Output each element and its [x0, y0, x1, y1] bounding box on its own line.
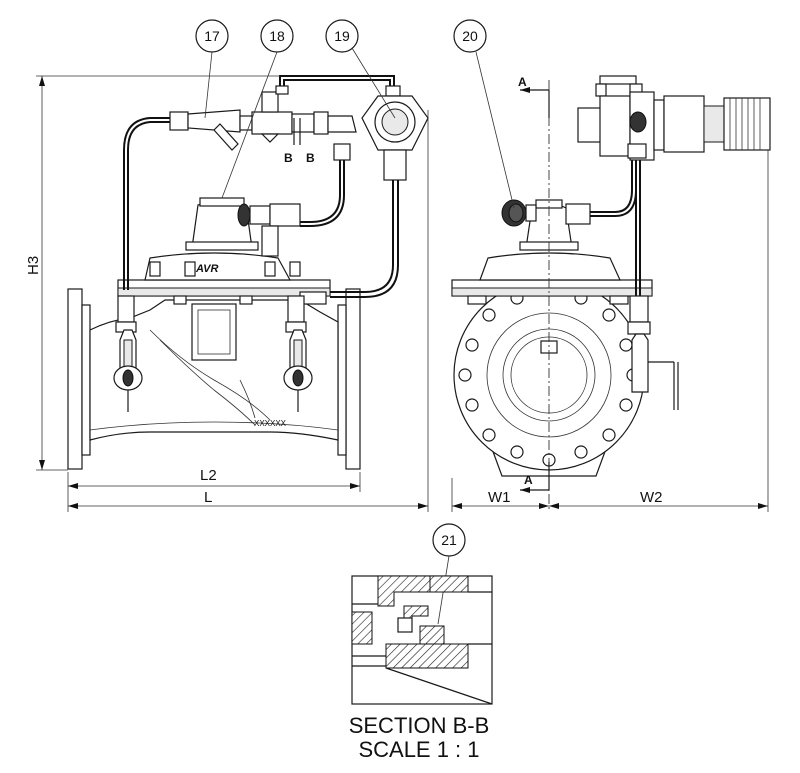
dim-l2: L2 — [200, 467, 217, 484]
side-view: A A — [451, 75, 771, 510]
left-control-line — [113, 117, 172, 391]
svg-text:20: 20 — [462, 28, 478, 44]
section-scale: SCALE 1 : 1 — [358, 737, 479, 762]
dim-l: L — [204, 489, 212, 506]
section-b-left-label: B — [284, 151, 293, 165]
svg-text:17: 17 — [204, 28, 220, 44]
front-view: AVR — [67, 75, 429, 470]
side-dimensions: W1 W2 — [451, 150, 769, 512]
balloon-18: 18 — [221, 19, 294, 199]
section-b-right-label: B — [306, 151, 315, 165]
side-pilot-assembly — [577, 75, 771, 161]
cover-bolts — [149, 261, 327, 305]
balloon-17: 17 — [195, 19, 229, 119]
right-flange — [345, 288, 361, 470]
top-piping — [169, 75, 401, 227]
balloon-20: 20 — [453, 19, 515, 209]
section-a-top-label: A — [518, 75, 527, 89]
section-b-marks: B B — [284, 118, 315, 165]
body-cast-mark: XXXXXX — [254, 419, 287, 428]
brand-logo: AVR — [195, 263, 218, 275]
section-a-bottom-label: A — [524, 473, 533, 487]
side-bonnet — [479, 252, 621, 281]
svg-text:21: 21 — [441, 532, 457, 548]
section-title: SECTION B-B — [349, 713, 490, 738]
adjust-knob-20 — [501, 199, 537, 227]
front-dimensions: H3 L2 L — [25, 75, 429, 512]
balloon-21: 21 — [432, 523, 466, 625]
svg-text:19: 19 — [334, 28, 350, 44]
balloon-19: 19 — [325, 19, 396, 119]
dim-w2: W2 — [640, 489, 663, 506]
section-b-b-detail — [351, 575, 493, 705]
dim-w1: W1 — [488, 489, 511, 506]
left-flange — [67, 288, 83, 470]
bonnet — [144, 252, 292, 281]
pilot-side-fitting — [237, 203, 301, 257]
right-control-line — [127, 295, 313, 412]
pilot-valve-19 — [330, 95, 429, 298]
dim-h3: H3 — [25, 256, 42, 275]
left-flange-inner — [81, 304, 91, 456]
body-window — [191, 303, 237, 361]
right-flange-inner — [337, 304, 347, 456]
svg-text:18: 18 — [269, 28, 285, 44]
side-control-line — [627, 150, 679, 410]
